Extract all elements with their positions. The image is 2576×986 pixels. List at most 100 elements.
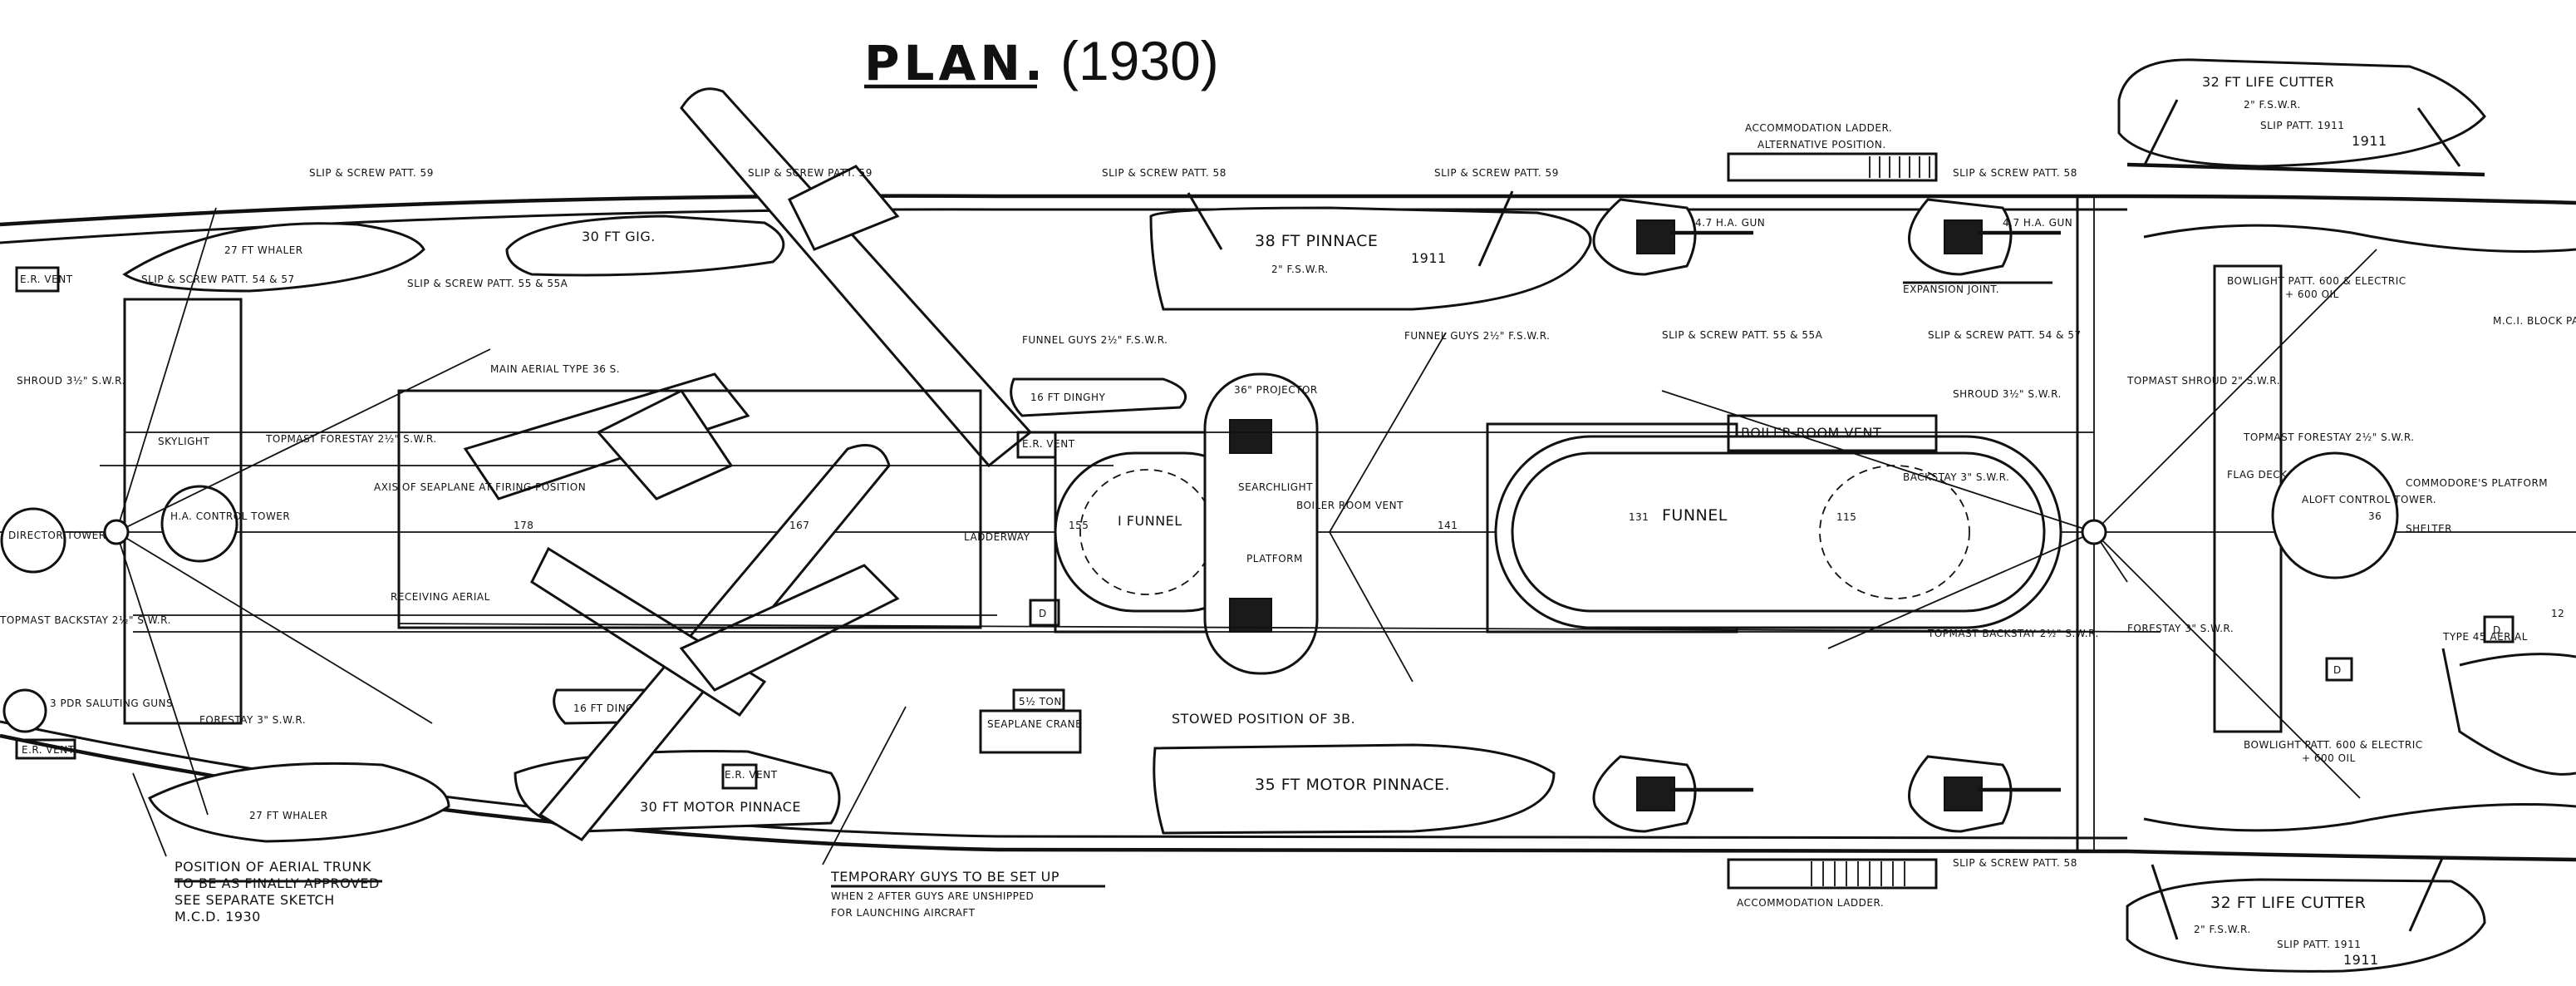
slip-screw-55b-label: SLIP & SCREW PATT. 55 & 55A xyxy=(1662,329,1823,341)
oil-aft-label: + 600 OIL xyxy=(2302,752,2356,764)
temp-guys-note-1: TEMPORARY GUYS TO BE SET UP xyxy=(830,869,1059,885)
aloft-control-label: ALOFT CONTROL TOWER. xyxy=(2302,494,2436,505)
accommodation-ladder-alt-treads xyxy=(1869,156,1930,178)
topmast-forestay-b-label: TOPMAST FORESTAY 2½" S.W.R. xyxy=(2243,431,2415,443)
frame-178: 178 xyxy=(514,520,533,531)
funnel-2-label: FUNNEL xyxy=(1662,506,1728,525)
d-box-3 xyxy=(2325,657,2353,682)
funnel-2-inner xyxy=(1511,451,2046,613)
whaler-27ft-aft xyxy=(147,762,450,843)
gun-mount-aft-2 xyxy=(1908,755,2061,833)
d-marker-1: D xyxy=(1039,608,1047,619)
pinnace-38-davit-2 xyxy=(1477,190,1514,267)
frame-155: 155 xyxy=(1069,520,1089,531)
frame-141: 141 xyxy=(1438,520,1458,531)
gig-30ft xyxy=(505,214,785,277)
backstay-label: BACKSTAY 3" S.W.R. xyxy=(1903,471,2009,483)
slip-screw-54b-label: SLIP & SCREW PATT. 54 & 57 xyxy=(1928,329,2082,341)
temp-guys-leader xyxy=(822,706,907,865)
funnel-1-label: I FUNNEL xyxy=(1118,513,1182,529)
mast-fwd xyxy=(2081,519,2107,545)
bow-deck-line xyxy=(2441,648,2576,776)
plan-title: PLAN. xyxy=(864,35,1047,91)
seaplane-upper xyxy=(463,87,1033,500)
pinnace-38ft-label: 38 FT PINNACE xyxy=(1255,232,1378,250)
temp-guys-note-2: WHEN 2 AFTER GUYS ARE UNSHIPPED xyxy=(831,890,1034,902)
life-cutter-aft xyxy=(2126,878,2486,973)
life-cutter-aft-label: 32 FT LIFE CUTTER xyxy=(2210,894,2366,912)
frame-36: 36 xyxy=(2368,510,2382,522)
whaler-27ft-fwd xyxy=(122,222,425,293)
shroud-a-label: SHROUD 3½" S.W.R. xyxy=(17,375,125,387)
seaplane-crane-label: SEAPLANE CRANE xyxy=(987,718,1082,730)
frame-167: 167 xyxy=(789,520,809,531)
life-cutter-aft-year: 1911 xyxy=(2343,952,2379,968)
er-vent-c-label: E.R. VENT xyxy=(1022,438,1075,450)
slip-screw-59-b: SLIP & SCREW PATT. 59 xyxy=(748,167,873,179)
frame-131: 131 xyxy=(1629,511,1649,523)
shelter-label: SHELTER xyxy=(2406,523,2452,535)
saluting-gun xyxy=(2,688,47,733)
deck-edge-lower xyxy=(0,720,2128,840)
slip-screw-58-a: SLIP & SCREW PATT. 58 xyxy=(1102,167,1227,179)
stowed-position-label: STOWED POSITION OF 3B. xyxy=(1172,711,1355,727)
er-vent-a-label: E.R. VENT xyxy=(20,274,73,285)
bowlight-aft-label: BOWLIGHT PATT. 600 & ELECTRIC xyxy=(2244,739,2423,751)
aerial-trunk-note-2: TO BE AS FINALLY APPROVED xyxy=(174,875,380,891)
aerial-trunk-note-3: SEE SEPARATE SKETCH xyxy=(175,892,335,908)
oil-fwd-label: + 600 OIL xyxy=(2285,288,2339,300)
life-cutter-fwd xyxy=(2117,58,2486,168)
ton-label: 5½ TON xyxy=(1019,696,1062,707)
cutter-fwd-davit-1 xyxy=(2142,99,2179,167)
life-cutter-fwd-fswr: 2" F.S.W.R. xyxy=(2244,99,2301,111)
main-aerial-label: MAIN AERIAL TYPE 36 S. xyxy=(490,363,620,375)
aerial-trunk-note-4: M.C.D. 1930 xyxy=(175,909,261,924)
mast-aft xyxy=(103,519,130,545)
slip-screw-55a-label: SLIP & SCREW PATT. 55 & 55A xyxy=(407,278,568,289)
ladderway-label: LADDERWAY xyxy=(964,531,1030,543)
slip-screw-54-label: SLIP & SCREW PATT. 54 & 57 xyxy=(141,274,295,285)
pinnace-38-davit-1 xyxy=(1187,192,1223,250)
life-cutter-fwd-year: 1911 xyxy=(2352,133,2387,149)
projector-label: 36" PROJECTOR xyxy=(1234,384,1318,396)
d-box-1 xyxy=(1029,599,1060,627)
whaler-27ft-aft-label: 27 FT WHALER xyxy=(249,810,328,821)
searchlight-label: SEARCHLIGHT xyxy=(1238,481,1313,493)
ha-control-tower-label: H.A. CONTROL TOWER xyxy=(170,510,290,522)
expansion-joint-label: EXPANSION JOINT. xyxy=(1903,283,1999,295)
accommodation-ladder-alt xyxy=(1727,152,1938,182)
life-cutter-fwd-label: 32 FT LIFE CUTTER xyxy=(2202,74,2334,90)
frame-115: 115 xyxy=(1836,511,1856,523)
life-cutter-aft-fswr: 2" F.S.W.R. xyxy=(2194,924,2251,935)
plan-year: (1930) xyxy=(1060,30,1219,91)
life-cutter-fwd-slip: SLIP PATT. 1911 xyxy=(2260,120,2344,131)
aft-superstructure xyxy=(123,298,243,725)
dinghy-16ft-a xyxy=(1010,377,1187,417)
gun-fwd-label: 4.7 H.A. GUN xyxy=(1695,217,1765,229)
accommodation-ladder xyxy=(1727,858,1938,890)
funnel-guys-a-label: FUNNEL GUYS 2½" F.S.W.R. xyxy=(1022,334,1168,346)
bow-section-line xyxy=(2459,653,2576,667)
mc-block-label: M.C.I. BLOCK PATT. xyxy=(2493,315,2576,327)
funnel-guys-b-label: FUNNEL GUYS 2½" F.S.W.R. xyxy=(1404,330,1550,342)
accommodation-ladder-label: ACCOMMODATION LADDER. xyxy=(1737,897,1884,909)
shroud-b-label: SHROUD 3½" S.W.R. xyxy=(1953,388,2062,400)
gun-mount-aft-1 xyxy=(1592,755,1753,833)
whaler-27ft-fwd-label: 27 FT WHALER xyxy=(224,244,303,256)
gig-30ft-label: 30 FT GIG. xyxy=(582,229,656,244)
slip-screw-58-c: SLIP & SCREW PATT. 58 xyxy=(1953,857,2077,869)
topmast-backstay-a-label: TOPMAST BACKSTAY 2½" S.W.R. xyxy=(0,614,171,626)
accommodation-ladder-alt-label: ACCOMMODATION LADDER. xyxy=(1745,122,1892,134)
aerial-trunk-note-1: POSITION OF AERIAL TRUNK xyxy=(175,859,371,875)
forecastle-curve-upper xyxy=(2143,224,2576,253)
aft-deckhouse xyxy=(397,389,982,629)
er-vent-b-label: E.R. VENT xyxy=(22,744,75,756)
cutter-fwd-davit-2 xyxy=(2416,107,2461,167)
accommodation-ladder-alt-pos: ALTERNATIVE POSITION. xyxy=(1757,139,1886,150)
accommodation-ladder-treads xyxy=(1811,861,1905,886)
slip-screw-59-c: SLIP & SCREW PATT. 59 xyxy=(1434,167,1559,179)
pinnace-38ft-year: 1911 xyxy=(1411,250,1447,266)
temp-guys-note-3: FOR LAUNCHING AIRCRAFT xyxy=(831,907,976,919)
